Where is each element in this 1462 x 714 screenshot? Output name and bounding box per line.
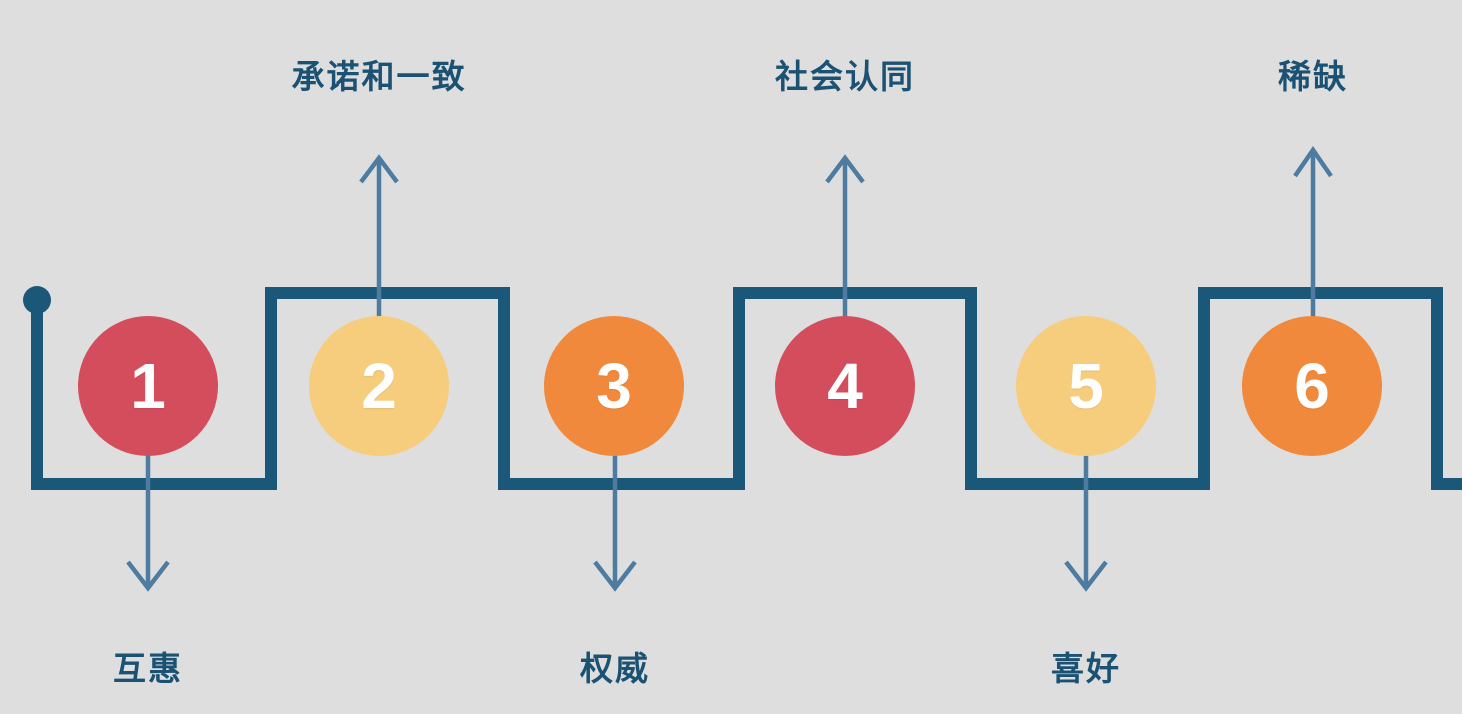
step-2-label: 承诺和一致 [291, 58, 467, 95]
wave-line [31, 287, 1462, 490]
step-6-number: 6 [1294, 350, 1330, 422]
step-6-circle: 6 [1242, 316, 1382, 456]
step-4-number: 4 [827, 350, 863, 422]
step-3-down-arrow [593, 440, 637, 592]
step-1-down-arrow [126, 440, 170, 592]
step-5-circle: 5 [1016, 316, 1156, 456]
step-5-number: 5 [1068, 350, 1104, 422]
step-5-label: 喜好 [1051, 650, 1121, 687]
step-6-up-arrow [1293, 146, 1333, 330]
step-2-number: 2 [361, 350, 397, 422]
step-3-label: 权威 [580, 650, 650, 687]
start-dot [23, 286, 51, 314]
step-2-circle: 2 [309, 316, 449, 456]
step-1-circle: 1 [78, 316, 218, 456]
step-5-down-arrow [1064, 440, 1108, 592]
step-1-label: 互惠 [113, 650, 183, 687]
step-3-number: 3 [596, 350, 632, 422]
step-4-circle: 4 [775, 316, 915, 456]
step-2-up-arrow [359, 154, 399, 330]
step-4-up-arrow [825, 154, 865, 330]
step-4-label: 社会认同 [775, 58, 915, 95]
step-1-number: 1 [130, 350, 166, 422]
step-3-circle: 3 [544, 316, 684, 456]
step-6-label: 稀缺 [1278, 58, 1348, 95]
